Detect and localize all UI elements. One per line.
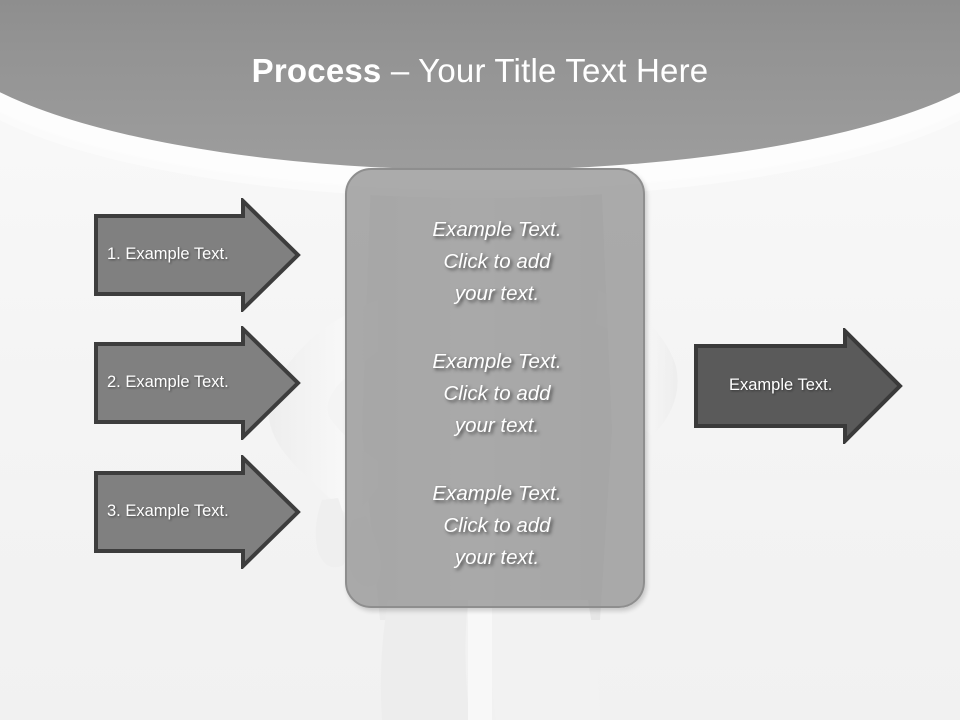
panel-block-1-line-1: Example Text. [432, 218, 562, 241]
panel-block-2-line-1: Example Text. [432, 350, 562, 373]
panel-text-block-3: Example Text. Click to add your text. [347, 478, 647, 574]
panel-text-block-1: Example Text. Click to add your text. [347, 214, 647, 310]
process-arrow-2[interactable]: 2. Example Text. [93, 326, 301, 440]
panel-text-block-2: Example Text. Click to add your text. [347, 346, 647, 442]
page-title-rest: – Your Title Text Here [381, 52, 709, 89]
panel-block-2-line-3: your text. [454, 414, 540, 437]
panel-block-3-line-2: Click to add [443, 514, 551, 537]
panel-block-1-line-2: Click to add [443, 250, 551, 273]
center-content-panel[interactable]: Example Text. Click to add your text. Ex… [345, 168, 645, 608]
panel-block-3-line-1: Example Text. [432, 482, 562, 505]
process-arrow-1[interactable]: 1. Example Text. [93, 198, 301, 312]
process-arrow-3[interactable]: 3. Example Text. [93, 455, 301, 569]
panel-block-1-line-3: your text. [454, 282, 540, 305]
panel-block-2-line-2: Click to add [443, 382, 551, 405]
panel-block-3-line-3: your text. [454, 546, 540, 569]
header-band [0, 0, 960, 170]
page-title-bold: Process [251, 52, 382, 89]
page-title: Process – Your Title Text Here [0, 50, 960, 92]
result-arrow[interactable]: Example Text. [693, 328, 903, 444]
